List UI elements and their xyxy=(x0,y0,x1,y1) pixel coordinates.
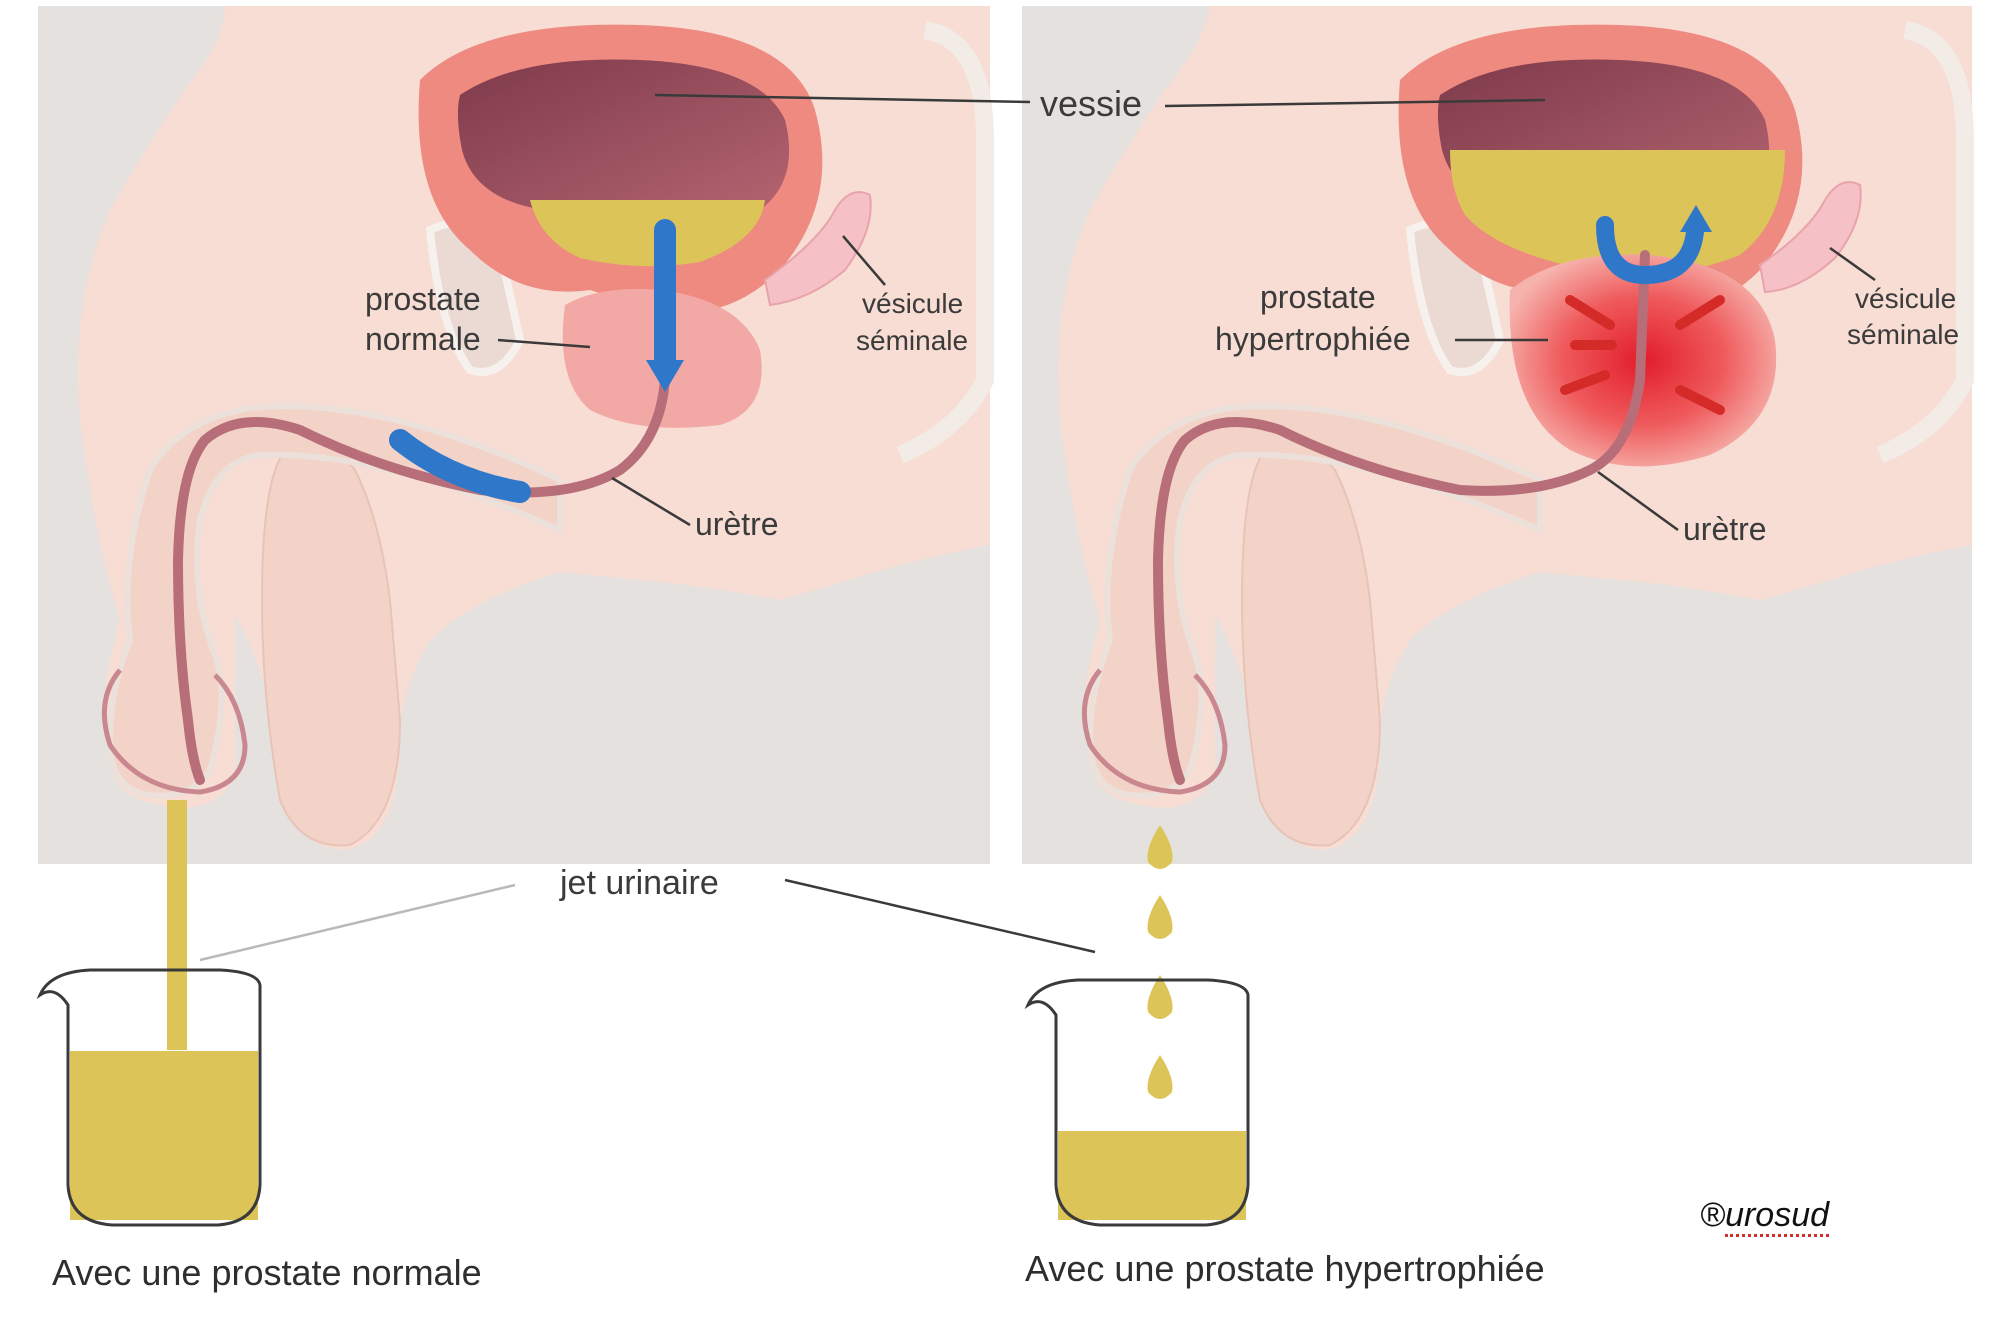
right-urethra xyxy=(1152,250,1650,785)
enlarged-prostate-label-line1: prostate xyxy=(1260,279,1376,315)
urine-drop-2 xyxy=(1147,895,1173,939)
urine-drop-3 xyxy=(1147,975,1173,1019)
left-flow-arrowhead xyxy=(646,360,684,392)
urethra-left-label: urètre xyxy=(695,506,779,542)
compression-arrow-bottom-left xyxy=(1560,370,1610,395)
right-backflow-arrow xyxy=(1596,216,1704,285)
enlarged-prostate-label-line2: hypertrophiée xyxy=(1215,321,1411,357)
right-seminal-vesicle xyxy=(1758,181,1862,294)
right-spine-curve xyxy=(1876,21,1974,464)
seminal-vesicle-left-line1: vésicule xyxy=(862,288,963,319)
copyright-credit: ®urosud xyxy=(1700,1196,1830,1237)
compression-arrow-top-right xyxy=(1675,295,1725,330)
left-scrotum xyxy=(260,446,402,847)
left-flow-arrow-lower xyxy=(389,429,531,503)
seminal-vesicle-right-line2: séminale xyxy=(1847,319,1959,350)
normal-prostate-label-line2: normale xyxy=(365,321,481,357)
normal-beaker xyxy=(36,968,262,1227)
bladder-leader-right xyxy=(1164,98,1546,108)
seminal-vesicle-right-leader xyxy=(1829,246,1876,282)
left-bladder-lumen xyxy=(457,59,790,210)
left-penis xyxy=(106,403,563,799)
seminal-vesicle-right-line1: vésicule xyxy=(1855,283,1956,314)
urine-stream-leader-right xyxy=(784,878,1096,954)
enlarged-beaker-urine xyxy=(1058,1131,1246,1220)
left-urethra xyxy=(172,255,670,785)
normal-urine-stream xyxy=(167,800,187,1050)
enlarged-anatomy-panel xyxy=(1022,6,1974,1099)
urine-stream-leader-left xyxy=(199,883,516,962)
bladder-leader-left xyxy=(654,93,1031,104)
normal-prostate-label-line1: prostate xyxy=(365,281,481,317)
compression-arrow-bottom-right xyxy=(1675,385,1725,415)
weak-urine-drips xyxy=(1147,825,1173,1099)
registered-symbol: ® xyxy=(1700,1196,1726,1234)
enlarged-beaker xyxy=(1024,978,1250,1227)
left-seminal-vesicle xyxy=(763,191,872,307)
urine-stream-label: jet urinaire xyxy=(559,864,719,902)
normal-beaker-outline xyxy=(36,968,262,1227)
enlarged-caption: Avec une prostate hypertrophiée xyxy=(1025,1248,1545,1289)
normal-prostate-leader xyxy=(497,338,591,349)
urine-drop-4 xyxy=(1147,1055,1173,1099)
right-glans-outline xyxy=(1081,668,1228,795)
urethra-right-label: urètre xyxy=(1683,511,1767,547)
seminal-vesicle-left-leader xyxy=(842,235,886,286)
right-scrotum xyxy=(1240,446,1382,847)
left-bladder-urine xyxy=(530,200,765,267)
bladder-label: vessie xyxy=(1040,83,1142,124)
credit-name: urosud xyxy=(1725,1196,1830,1237)
urine-drop-1 xyxy=(1147,825,1173,869)
urethra-right-leader xyxy=(1597,470,1679,532)
compression-arrows xyxy=(1560,295,1725,415)
right-penis xyxy=(1086,403,1543,799)
urethra-left-leader xyxy=(611,476,691,527)
left-spine-curve xyxy=(896,21,994,464)
seminal-vesicle-left-line2: séminale xyxy=(856,325,968,356)
compression-arrow-top-left xyxy=(1565,295,1615,330)
normal-anatomy-panel xyxy=(38,6,994,1050)
right-backflow-arrowhead xyxy=(1680,205,1712,232)
normal-caption: Avec une prostate normale xyxy=(52,1252,482,1293)
enlarged-beaker-outline xyxy=(1024,978,1250,1227)
left-glans-outline xyxy=(101,668,248,795)
normal-beaker-urine xyxy=(70,1051,258,1220)
